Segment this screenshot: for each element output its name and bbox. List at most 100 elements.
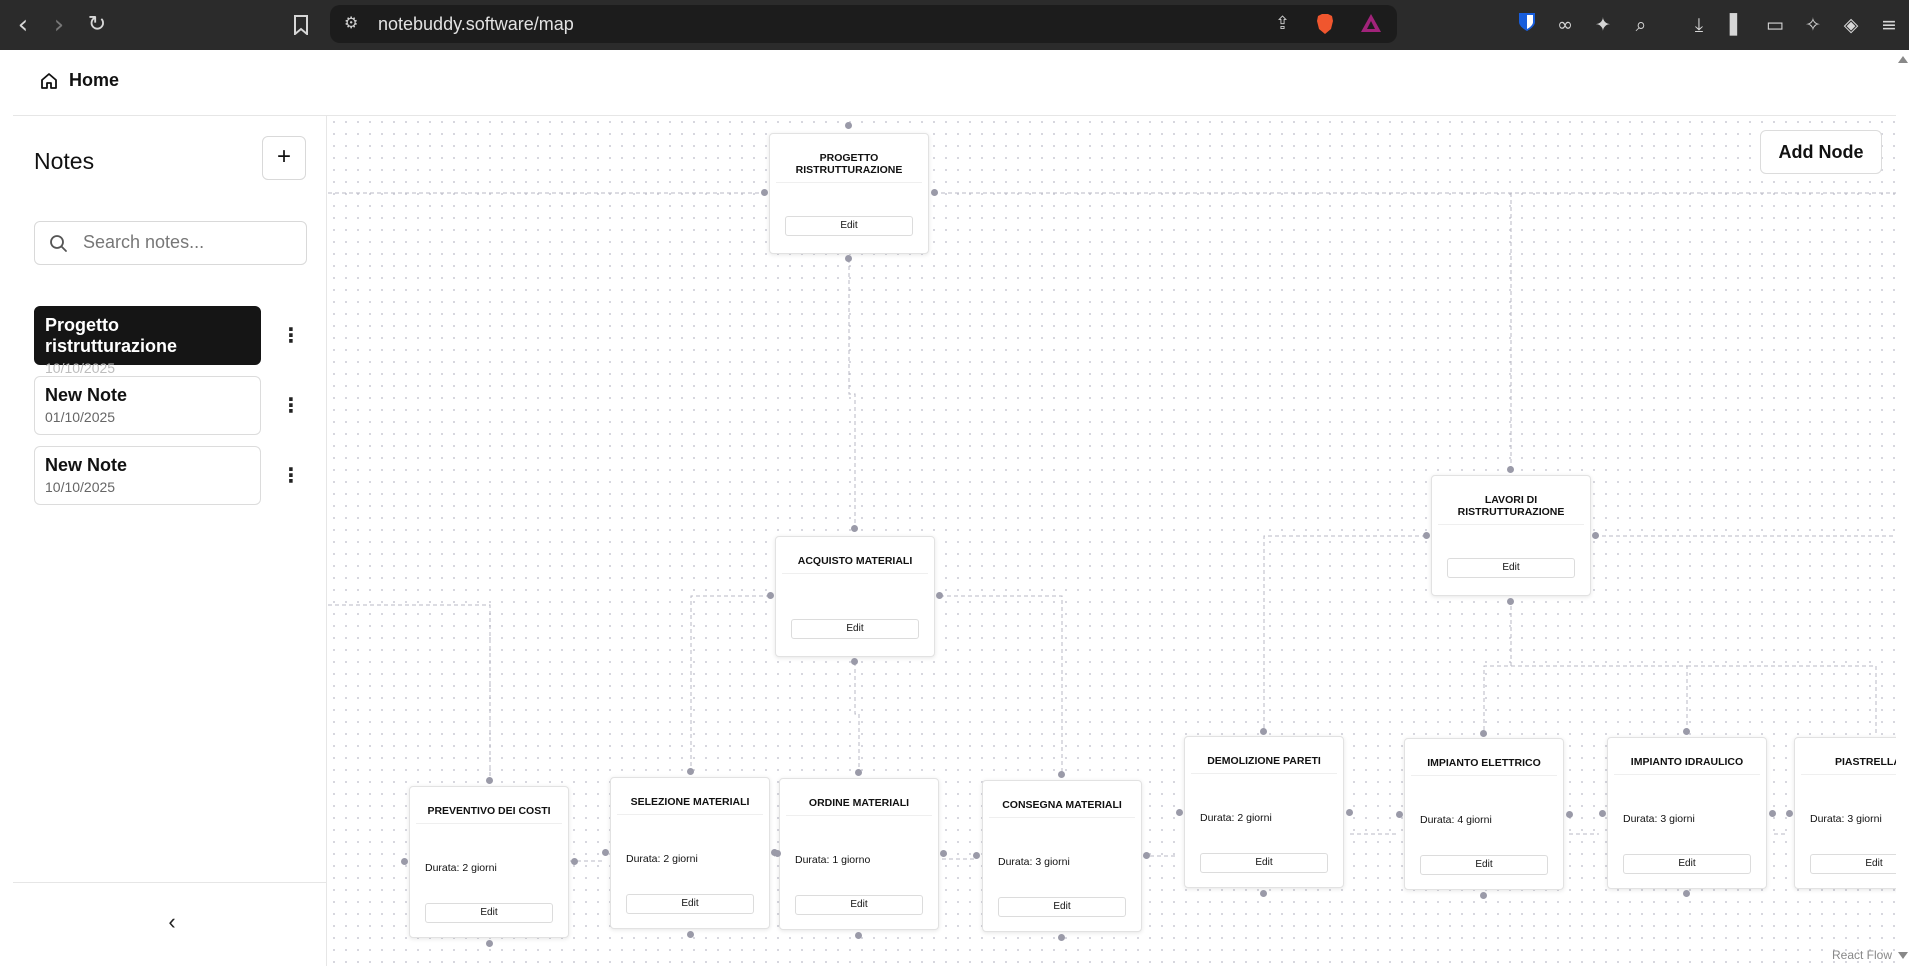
node-piastrellatura[interactable]: PIASTRELLATU Durata: 3 giorni Edit bbox=[1794, 737, 1896, 889]
brave-rewards-icon[interactable] bbox=[1360, 13, 1382, 38]
connection-handle[interactable] bbox=[855, 769, 862, 776]
connection-handle[interactable] bbox=[486, 777, 493, 784]
connection-handle[interactable] bbox=[774, 850, 781, 857]
edit-button[interactable]: Edit bbox=[1447, 558, 1575, 578]
connection-handle[interactable] bbox=[1423, 532, 1430, 539]
scroll-up-icon[interactable] bbox=[1898, 56, 1908, 63]
note-item[interactable]: Progetto ristrutturazione 10/10/2025 bbox=[34, 306, 261, 376]
connection-handle[interactable] bbox=[1260, 890, 1267, 897]
site-settings-icon[interactable]: ⚙ bbox=[344, 15, 359, 32]
connection-handle[interactable] bbox=[1260, 728, 1267, 735]
home-link[interactable]: Home bbox=[39, 70, 119, 91]
connection-handle[interactable] bbox=[936, 592, 943, 599]
connection-handle[interactable] bbox=[1769, 810, 1776, 817]
back-icon[interactable]: ‹ bbox=[17, 10, 29, 40]
connection-handle[interactable] bbox=[1507, 598, 1514, 605]
connection-handle[interactable] bbox=[1507, 466, 1514, 473]
react-flow-attribution[interactable]: React Flow bbox=[1832, 948, 1893, 962]
connection-handle[interactable] bbox=[486, 940, 493, 947]
edit-button[interactable]: Edit bbox=[998, 897, 1126, 917]
connection-handle[interactable] bbox=[940, 850, 947, 857]
connection-handle[interactable] bbox=[845, 255, 852, 262]
connection-handle[interactable] bbox=[602, 849, 609, 856]
node-progetto-ristrutturazione[interactable]: PROGETTO RISTRUTTURAZIONE Edit bbox=[769, 133, 929, 254]
page-search-icon[interactable]: ⌕ bbox=[1635, 14, 1647, 36]
node-lavori-di-ristrutturazione[interactable]: LAVORI DI RISTRUTTURAZIONE Edit bbox=[1431, 475, 1591, 596]
node-consegna-materiali[interactable]: CONSEGNA MATERIALI Durata: 3 giorni Edit bbox=[982, 780, 1142, 932]
note-item[interactable]: New Note 10/10/2025 bbox=[34, 446, 261, 505]
connection-handle[interactable] bbox=[855, 932, 862, 939]
download-icon[interactable]: ⤓ bbox=[1694, 14, 1704, 36]
reader-glasses-icon[interactable]: ∞ bbox=[1557, 14, 1573, 36]
connection-handle[interactable] bbox=[931, 189, 938, 196]
reload-icon[interactable]: ↻ bbox=[87, 12, 107, 37]
leo-ai-icon[interactable]: ✧ bbox=[1805, 14, 1821, 36]
connection-handle[interactable] bbox=[1599, 810, 1606, 817]
connection-handle[interactable] bbox=[1176, 809, 1183, 816]
flow-canvas[interactable]: Add Node PROGETTO RISTRUTTURA bbox=[328, 116, 1896, 966]
connection-handle[interactable] bbox=[1592, 532, 1599, 539]
connection-handle[interactable] bbox=[767, 592, 774, 599]
connection-handle[interactable] bbox=[1480, 892, 1487, 899]
vpn-shield-icon[interactable]: ◈ bbox=[1843, 14, 1859, 36]
connection-handle[interactable] bbox=[571, 858, 578, 865]
connection-handle[interactable] bbox=[1786, 810, 1793, 817]
add-node-button[interactable]: Add Node bbox=[1760, 130, 1882, 174]
edit-button[interactable]: Edit bbox=[1420, 855, 1548, 875]
connection-handle[interactable] bbox=[687, 931, 694, 938]
address-bar[interactable]: ⚙ notebuddy.software/map ⇪ bbox=[330, 5, 1397, 43]
connection-handle[interactable] bbox=[1566, 811, 1573, 818]
connection-handle[interactable] bbox=[1480, 730, 1487, 737]
share-icon[interactable]: ⇪ bbox=[1275, 13, 1291, 33]
wallet-icon[interactable]: ▭ bbox=[1766, 14, 1784, 36]
note-options-icon[interactable]: ⋮ bbox=[281, 323, 301, 347]
connection-handle[interactable] bbox=[687, 768, 694, 775]
connection-handle[interactable] bbox=[1346, 809, 1353, 816]
collapse-sidebar-icon[interactable]: ‹ bbox=[168, 909, 176, 934]
node-impianto-elettrico[interactable]: IMPIANTO ELETTRICO Durata: 4 giorni Edit bbox=[1404, 738, 1564, 890]
sidebar-toggle-icon[interactable]: ▌ bbox=[1729, 14, 1745, 36]
home-label[interactable]: Home bbox=[69, 70, 120, 90]
connection-handle[interactable] bbox=[845, 122, 852, 129]
scroll-down-icon[interactable] bbox=[1898, 952, 1908, 959]
connection-handle[interactable] bbox=[973, 852, 980, 859]
search-input[interactable] bbox=[83, 232, 293, 253]
connection-handle[interactable] bbox=[1396, 811, 1403, 818]
url-text[interactable]: notebuddy.software/map bbox=[378, 14, 574, 34]
menu-icon[interactable]: ≡ bbox=[1881, 14, 1897, 36]
note-options-icon[interactable]: ⋮ bbox=[281, 463, 301, 487]
note-item[interactable]: New Note 01/10/2025 bbox=[34, 376, 261, 435]
extensions-icon[interactable]: ✦ bbox=[1595, 14, 1611, 36]
connection-handle[interactable] bbox=[1058, 771, 1065, 778]
edit-button[interactable]: Edit bbox=[785, 216, 913, 236]
edit-button[interactable]: Edit bbox=[795, 895, 923, 915]
edit-button[interactable]: Edit bbox=[1200, 853, 1328, 873]
edit-button[interactable]: Edit bbox=[1810, 854, 1896, 874]
connection-handle[interactable] bbox=[851, 525, 858, 532]
edit-button[interactable]: Edit bbox=[626, 894, 754, 914]
node-acquisto-materiali[interactable]: ACQUISTO MATERIALI Edit bbox=[775, 536, 935, 657]
edit-button[interactable]: Edit bbox=[791, 619, 919, 639]
bitwarden-icon[interactable] bbox=[1514, 12, 1540, 38]
connection-handle[interactable] bbox=[1143, 852, 1150, 859]
node-demolizione-pareti[interactable]: DEMOLIZIONE PARETI Durata: 2 giorni Edit bbox=[1184, 736, 1344, 888]
bookmark-icon[interactable] bbox=[286, 10, 316, 40]
connection-handle[interactable] bbox=[1058, 934, 1065, 941]
node-ordine-materiali[interactable]: ORDINE MATERIALI Durata: 1 giorno Edit bbox=[779, 778, 939, 930]
forward-icon[interactable]: › bbox=[53, 10, 65, 40]
add-note-button[interactable]: + bbox=[262, 136, 306, 180]
connection-handle[interactable] bbox=[1683, 728, 1690, 735]
note-options-icon[interactable]: ⋮ bbox=[281, 393, 301, 417]
edit-button[interactable]: Edit bbox=[1623, 854, 1751, 874]
connection-handle[interactable] bbox=[401, 858, 408, 865]
node-impianto-idraulico[interactable]: IMPIANTO IDRAULICO Durata: 3 giorni Edit bbox=[1607, 737, 1767, 889]
connection-handle[interactable] bbox=[851, 658, 858, 665]
connection-handle[interactable] bbox=[1683, 890, 1690, 897]
brave-shields-icon[interactable] bbox=[1315, 13, 1335, 40]
edge bbox=[1263, 535, 1426, 732]
connection-handle[interactable] bbox=[761, 189, 768, 196]
search-box[interactable] bbox=[34, 221, 307, 265]
node-selezione-materiali[interactable]: SELEZIONE MATERIALI Durata: 2 giorni Edi… bbox=[610, 777, 770, 929]
edit-button[interactable]: Edit bbox=[425, 903, 553, 923]
node-preventivo-dei-costi[interactable]: PREVENTIVO DEI COSTI Durata: 2 giorni Ed… bbox=[409, 786, 569, 938]
